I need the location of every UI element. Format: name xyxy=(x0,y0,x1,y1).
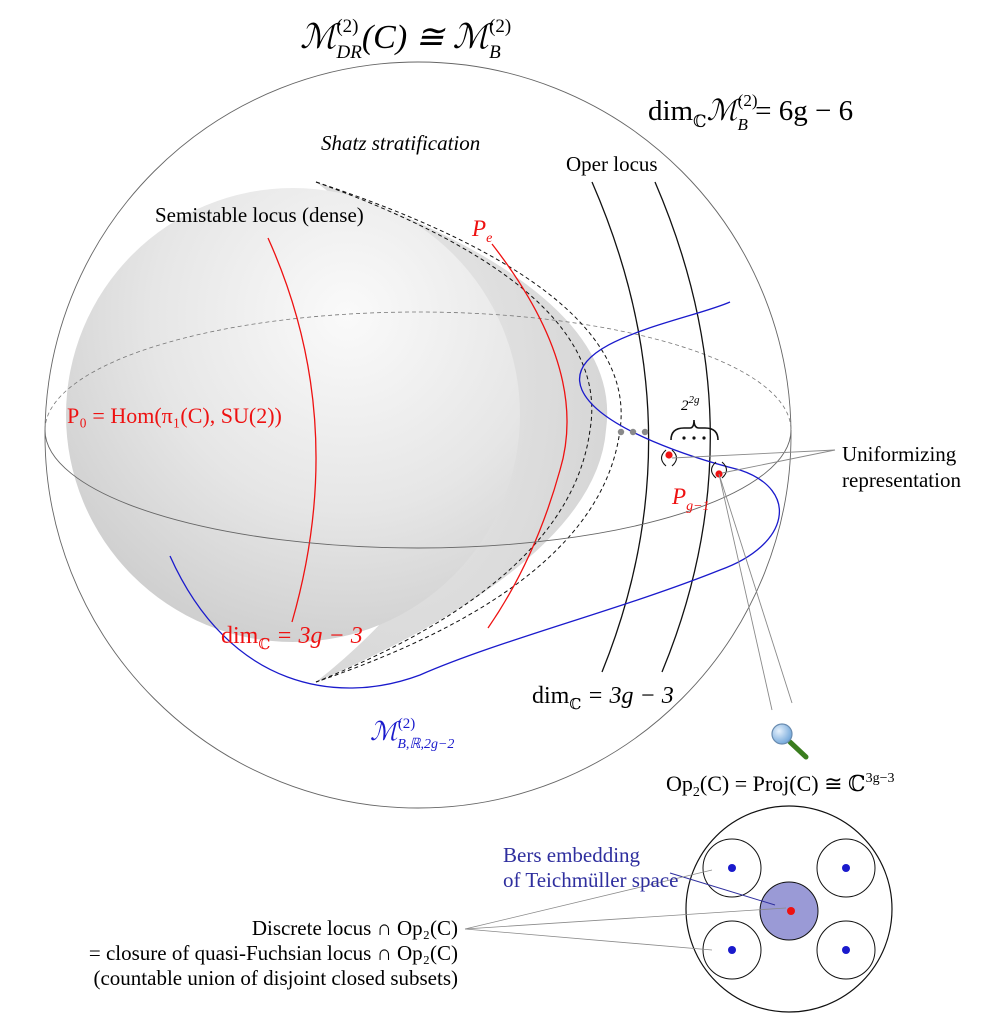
semistable-ball xyxy=(66,188,520,642)
total-dimension-label: dimℂℳ(2)B = 6g − 6 xyxy=(648,91,853,134)
pe-label: Pe xyxy=(471,216,492,246)
brace-count-label: 22g xyxy=(681,394,700,414)
uniformizing-label-1: Uniformizing xyxy=(842,442,957,466)
real-locus-label: ℳ(2)B,ℝ,2g−2 xyxy=(370,716,454,752)
p0-arc xyxy=(267,237,317,623)
op2-label: Op2(C) = Proj(C) ≅ ℂ3g−3 xyxy=(666,771,894,800)
pg1-label: Pg−1 xyxy=(671,484,710,514)
bracket-right-a xyxy=(710,461,717,479)
brace-dot-3 xyxy=(702,436,706,440)
uniformizing-pointer-2 xyxy=(721,449,836,474)
discrete-pointer-2 xyxy=(464,907,787,930)
magnifier-icon xyxy=(771,723,809,760)
blue-point-tl xyxy=(728,864,736,872)
ellipsis-dot-2 xyxy=(629,428,637,436)
oper-dimension-label: dimℂ = 3g − 3 xyxy=(532,683,674,713)
bers-pointer xyxy=(669,872,776,906)
shatz-boundary-inner xyxy=(315,181,593,683)
brace-dot-2 xyxy=(692,436,696,440)
bracket-right-b xyxy=(721,461,728,479)
oper-label: Oper locus xyxy=(566,152,658,176)
real-locus-curve xyxy=(169,301,781,689)
zoom-line-2 xyxy=(718,473,793,704)
uniformizing-label-2: representation xyxy=(842,468,961,492)
oper-curve-1 xyxy=(591,181,650,673)
ellipsis-dot-3 xyxy=(641,428,649,436)
bracket-left-a xyxy=(660,449,667,467)
uniformizing-pointer-1 xyxy=(671,449,836,459)
discrete-label-1: Discrete locus ∩ Op₂(C) xyxy=(252,916,458,940)
discrete-label-3: (countable union of disjoint closed subs… xyxy=(93,966,458,990)
blue-point-bl xyxy=(728,946,736,954)
uniformizing-point-1 xyxy=(665,451,673,459)
ellipsis-dot-1 xyxy=(617,428,625,436)
oper-curve-2 xyxy=(654,181,711,673)
count-brace xyxy=(670,419,719,441)
shatz-label: Shatz stratification xyxy=(321,131,480,155)
equator-front xyxy=(44,429,792,549)
discrete-pointer-3 xyxy=(464,928,713,951)
p0-label: P₀ = Hom(π₁(C), SU(2)) xyxy=(67,403,282,428)
inner-dimension-label: dimℂ = 3g − 3 xyxy=(221,623,363,653)
zoom-line-1 xyxy=(718,473,773,711)
title-formula: ℳ(2)DR(C) ≅ ℳ(2)B xyxy=(300,16,511,63)
bers-label-1: Bers embedding xyxy=(503,843,641,867)
discrete-pointer-1 xyxy=(464,869,713,930)
bers-label-2: of Teichmüller space xyxy=(503,868,678,892)
brace-dot-1 xyxy=(682,436,686,440)
discrete-label-2: = closure of quasi-Fuchsian locus ∩ Op₂(… xyxy=(89,941,458,965)
blue-point-tr xyxy=(842,864,850,872)
pe-arc xyxy=(487,243,568,629)
blue-point-br xyxy=(842,946,850,954)
bers-red-point xyxy=(787,907,795,915)
semistable-label: Semistable locus (dense) xyxy=(155,203,364,227)
